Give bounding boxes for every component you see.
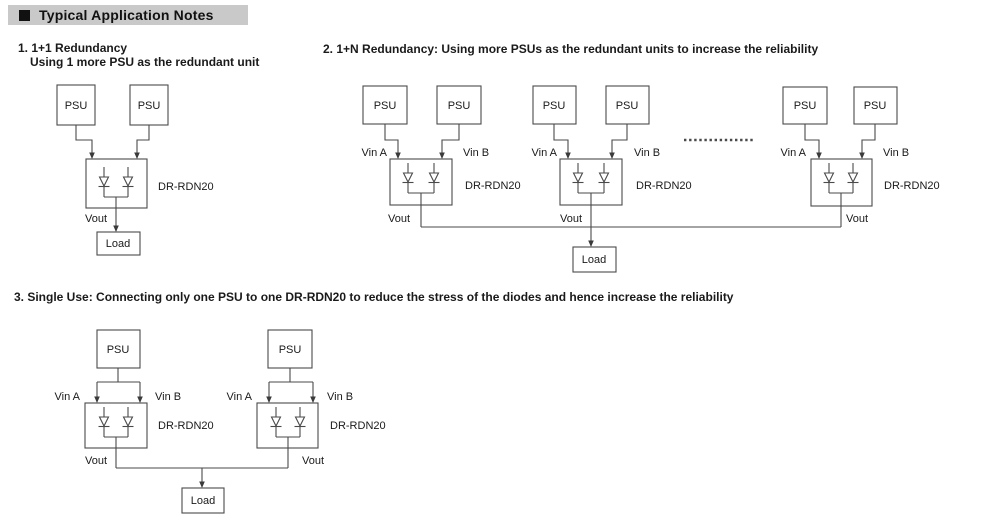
psu-label: PSU <box>279 344 302 356</box>
vout-label: Vout <box>85 213 107 225</box>
psu-box <box>129 84 169 126</box>
load-label: Load <box>106 238 130 250</box>
vout-label: Vout <box>846 213 868 225</box>
vin-a-label: Vin A <box>362 147 388 159</box>
psu-box <box>96 329 141 369</box>
psu-label: PSU <box>794 100 817 112</box>
vin-a-label: Vin A <box>55 391 81 403</box>
psu-box <box>56 84 96 126</box>
psu-split-wires <box>268 368 314 402</box>
note3-title: 3. Single Use: Connecting only one PSU t… <box>14 290 734 304</box>
output-wire <box>829 192 853 227</box>
psu-split-wires <box>96 368 141 402</box>
psu-input-wires <box>75 125 150 158</box>
load-label: Load <box>191 495 215 507</box>
output-wire <box>578 192 604 246</box>
note1-title: 1. 1+1 Redundancy <box>18 41 128 55</box>
output-wire <box>408 192 434 227</box>
vin-b-label: Vin B <box>155 391 181 403</box>
module-label: DR-RDN20 <box>636 180 692 192</box>
module-label: DR-RDN20 <box>884 180 940 192</box>
output-wire <box>276 436 300 468</box>
psu-box <box>853 86 898 125</box>
vin-b-label: Vin B <box>634 147 660 159</box>
diagram-1plus1-redundancy: PSU PSU DR-RDN20 Vout Load <box>56 84 214 256</box>
psu-label: PSU <box>65 100 88 112</box>
vin-b-label: Vin B <box>463 147 489 159</box>
diagram-1plusN-redundancy: PSU PSU Vin A Vin B DR-RDN20 Vout PSU <box>362 85 940 273</box>
section-title: Typical Application Notes <box>39 7 214 23</box>
vin-b-label: Vin B <box>883 147 909 159</box>
arrow-down-icon <box>113 225 119 232</box>
arrow-down-icon <box>439 152 445 159</box>
redundancy-unit-2: PSU PSU Vin A Vin B DR-RDN20 Vout Load <box>532 85 692 273</box>
psu-label: PSU <box>374 100 397 112</box>
arrow-down-icon <box>310 396 316 403</box>
vin-a-label: Vin A <box>227 391 253 403</box>
psu-input-wires <box>804 124 876 158</box>
output-wire <box>104 436 128 468</box>
psu-input-wires <box>553 124 628 158</box>
arrow-down-icon <box>565 152 571 159</box>
vout-label: Vout <box>302 455 324 467</box>
psu-label: PSU <box>616 100 639 112</box>
arrow-down-icon <box>89 152 95 159</box>
arrow-down-icon <box>199 481 205 488</box>
arrow-down-icon <box>859 152 865 159</box>
note2-title: 2. 1+N Redundancy: Using more PSUs as th… <box>323 42 819 56</box>
arrow-down-icon <box>134 152 140 159</box>
single-unit-2: PSU Vin A Vin B DR-RDN20 Vout <box>227 329 386 468</box>
arrow-down-icon <box>609 152 615 159</box>
diagram-single-use: PSU Vin A Vin B DR-RDN20 Vout PSU <box>55 329 386 514</box>
psu-box <box>362 85 408 125</box>
section-header: Typical Application Notes <box>8 5 248 25</box>
arrow-down-icon <box>94 396 100 403</box>
vin-b-label: Vin B <box>327 391 353 403</box>
module-label: DR-RDN20 <box>465 180 521 192</box>
arrow-down-icon <box>588 240 594 247</box>
psu-label: PSU <box>107 344 130 356</box>
module-label: DR-RDN20 <box>158 181 214 193</box>
psu-box <box>605 85 650 125</box>
arrow-down-icon <box>137 396 143 403</box>
module-label: DR-RDN20 <box>158 420 214 432</box>
single-unit-1: PSU Vin A Vin B DR-RDN20 Vout <box>55 329 214 468</box>
output-wire <box>104 196 128 231</box>
redundancy-unit-n: PSU PSU Vin A Vin B DR-RDN20 Vout <box>781 86 940 227</box>
section-bullet-icon <box>19 9 30 21</box>
psu-box <box>782 86 828 125</box>
load-box <box>572 246 617 273</box>
note1-subtitle: Using 1 more PSU as the redundant unit <box>30 55 260 69</box>
vout-label: Vout <box>388 213 410 225</box>
module-label: DR-RDN20 <box>330 420 386 432</box>
load-box <box>181 487 225 514</box>
psu-label: PSU <box>448 100 471 112</box>
arrow-down-icon <box>816 152 822 159</box>
arrow-down-icon <box>395 152 401 159</box>
psu-label: PSU <box>138 100 161 112</box>
vout-label: Vout <box>85 455 107 467</box>
arrow-down-icon <box>266 396 272 403</box>
psu-label: PSU <box>864 100 887 112</box>
psu-box <box>532 85 577 125</box>
vin-a-label: Vin A <box>532 147 558 159</box>
psu-input-wires <box>384 124 460 158</box>
load-label: Load <box>582 254 606 266</box>
load-box <box>96 231 141 256</box>
psu-label: PSU <box>543 100 566 112</box>
redundancy-unit-1: PSU PSU Vin A Vin B DR-RDN20 Vout <box>362 85 521 227</box>
vout-label: Vout <box>560 213 582 225</box>
vin-a-label: Vin A <box>781 147 807 159</box>
